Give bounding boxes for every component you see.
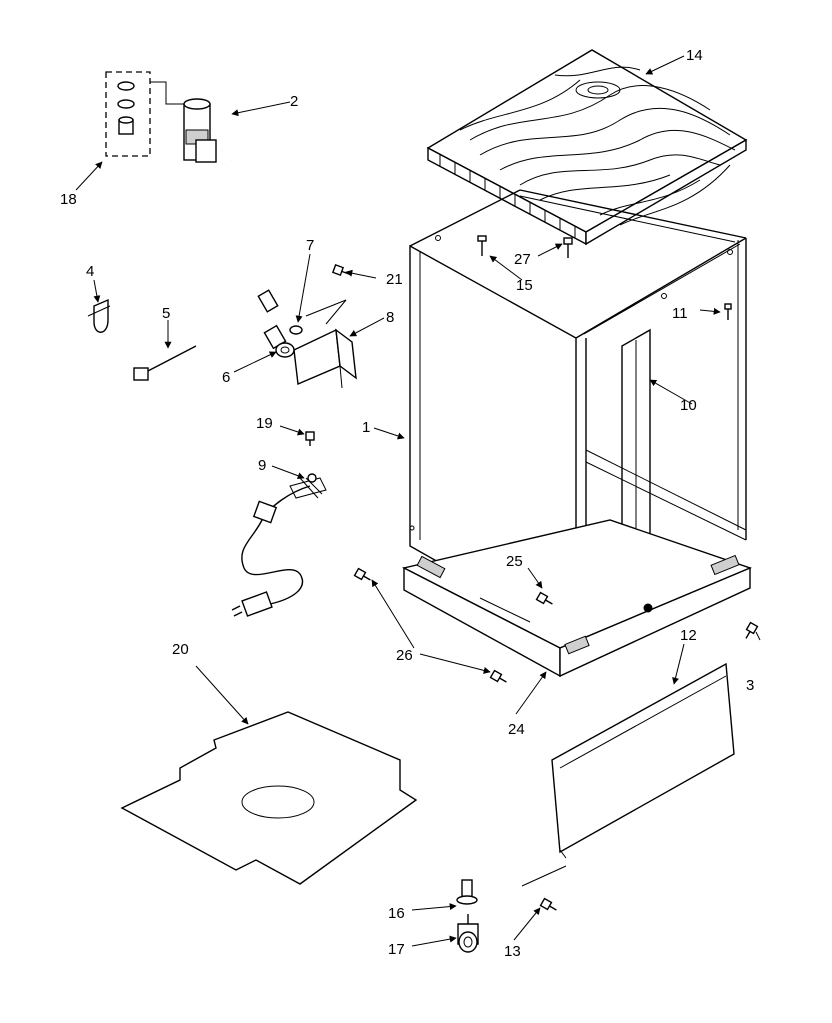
callout-9: 9 — [258, 457, 266, 474]
cabinet-base — [401, 519, 752, 678]
callout-19: 19 — [256, 415, 273, 432]
callout-3: 3 — [746, 677, 754, 694]
caster-wheel — [457, 914, 479, 953]
wood-countertop — [426, 49, 748, 246]
callout-26: 26 — [396, 647, 413, 664]
leader-lines — [75, 55, 761, 947]
callout-15: 15 — [516, 277, 533, 294]
callout-labels: 1 2 3 4 5 6 7 8 9 10 11 12 13 14 15 16 1… — [60, 47, 754, 960]
valve-bracket — [293, 299, 357, 389]
callout-12: 12 — [680, 627, 697, 644]
callout-20: 20 — [172, 641, 189, 658]
callout-25: 25 — [506, 553, 523, 570]
callout-13: 13 — [504, 943, 521, 960]
callout-18: 18 — [60, 191, 77, 208]
callout-1: 1 — [362, 419, 370, 436]
callout-17: 17 — [388, 941, 405, 958]
callout-11: 11 — [672, 305, 688, 322]
hose-clip — [87, 298, 111, 333]
hose-nut — [275, 342, 295, 358]
callout-16: 16 — [388, 905, 405, 922]
callout-14: 14 — [686, 47, 703, 64]
callout-5: 5 — [162, 305, 170, 322]
power-cord — [231, 477, 327, 617]
inlet-hose-assembly — [77, 98, 287, 350]
callout-10: 10 — [680, 397, 697, 414]
cable-tie — [133, 345, 197, 381]
callout-21: 21 — [386, 271, 403, 288]
floor-pad — [120, 711, 418, 885]
leveling-leg — [456, 879, 478, 905]
callout-2: 2 — [290, 93, 298, 110]
washer — [289, 325, 303, 335]
toe-panel — [551, 662, 735, 859]
valve-parts-kit — [105, 71, 184, 157]
callout-7: 7 — [306, 237, 314, 254]
callout-6: 6 — [222, 369, 230, 386]
callout-8: 8 — [386, 309, 394, 326]
callout-24: 24 — [508, 721, 525, 738]
callout-27: 27 — [514, 251, 531, 268]
callout-4: 4 — [86, 263, 94, 280]
screw-set — [305, 235, 759, 911]
